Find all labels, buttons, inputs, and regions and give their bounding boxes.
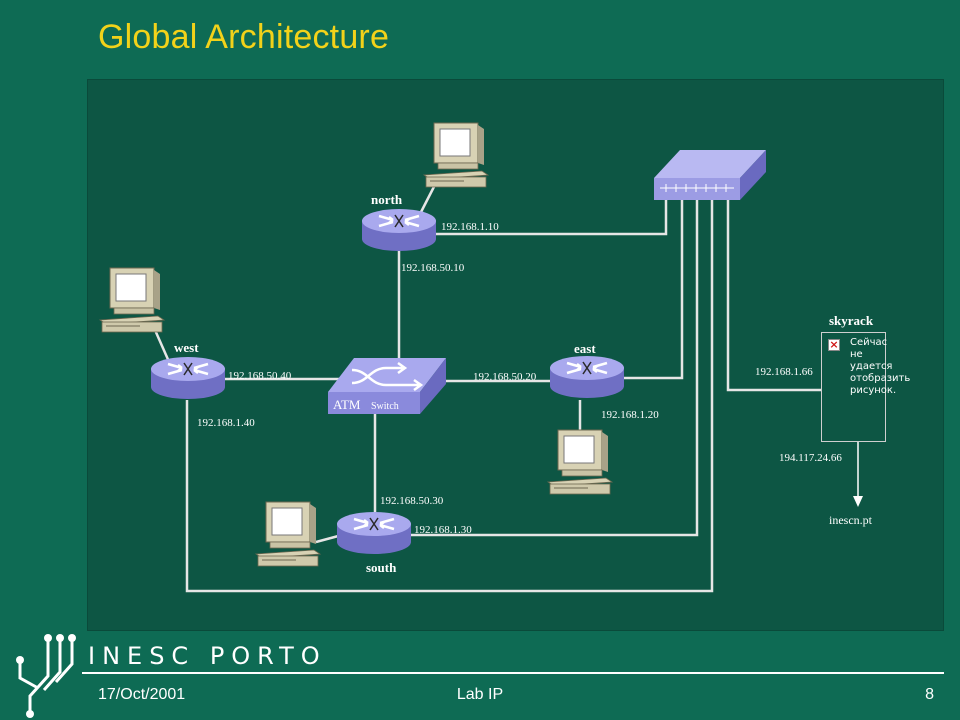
south-label: south bbox=[366, 560, 397, 575]
pc-east bbox=[547, 429, 613, 495]
link-east-hub bbox=[623, 200, 684, 380]
atm-sub-label: Switch bbox=[371, 401, 399, 412]
ip-south-atm: 192.168.50.30 bbox=[380, 495, 444, 507]
north-label: north bbox=[371, 192, 403, 207]
ip-east-eth: 192.168.1.20 bbox=[601, 409, 659, 421]
router-south bbox=[335, 510, 413, 556]
router-east bbox=[548, 354, 626, 400]
skyrack-label: skyrack bbox=[829, 313, 874, 328]
link-north-hub bbox=[436, 200, 668, 236]
uplink-arrow bbox=[853, 442, 863, 507]
ip-north-eth: 192.168.1.10 bbox=[441, 221, 499, 233]
ip-south-eth: 192.168.1.30 bbox=[414, 524, 472, 536]
broken-image-text: Сейчас не удается отобразить рисунок. bbox=[850, 337, 911, 396]
atm-label: ATM bbox=[333, 397, 361, 412]
ip-north-atm: 192.168.50.10 bbox=[401, 262, 465, 274]
slide-title: Global Architecture bbox=[98, 18, 390, 56]
atm-switch bbox=[328, 358, 446, 414]
pc-north bbox=[423, 122, 489, 188]
brand-name: INESC PORTO bbox=[88, 642, 327, 670]
broken-image-icon: × bbox=[828, 338, 840, 351]
ip-sky-eth: 192.168.1.66 bbox=[755, 366, 813, 378]
east-label: east bbox=[574, 341, 596, 356]
footer-date: 17/Oct/2001 bbox=[98, 686, 186, 703]
ip-west-atm: 192.168.50.40 bbox=[228, 370, 292, 382]
link-south-hub bbox=[410, 200, 699, 537]
router-west bbox=[149, 355, 227, 401]
skyrack-image-placeholder: × Сейчас не удается отобразить рисунок. bbox=[821, 332, 911, 442]
inesc-logo-icon bbox=[16, 634, 76, 718]
ip-sky-ext: 194.117.24.66 bbox=[779, 452, 842, 464]
footer-center: Lab IP bbox=[456, 686, 504, 703]
link-west-hub bbox=[185, 200, 714, 593]
page-number: 8 bbox=[925, 686, 934, 703]
pc-south bbox=[255, 501, 321, 567]
inescn-label: inescn.pt bbox=[829, 513, 873, 527]
ip-west-eth: 192.168.1.40 bbox=[197, 417, 255, 429]
diagram-panel bbox=[87, 79, 944, 631]
footer-divider bbox=[82, 672, 944, 674]
pc-west bbox=[99, 267, 165, 333]
router-north bbox=[360, 207, 438, 253]
ip-east-atm: 192.168.50.20 bbox=[473, 371, 537, 383]
link-west-pc bbox=[153, 329, 172, 365]
link-hub-skyrack bbox=[726, 200, 822, 392]
hub bbox=[654, 150, 766, 200]
links bbox=[153, 174, 822, 593]
west-label: west bbox=[174, 340, 199, 355]
